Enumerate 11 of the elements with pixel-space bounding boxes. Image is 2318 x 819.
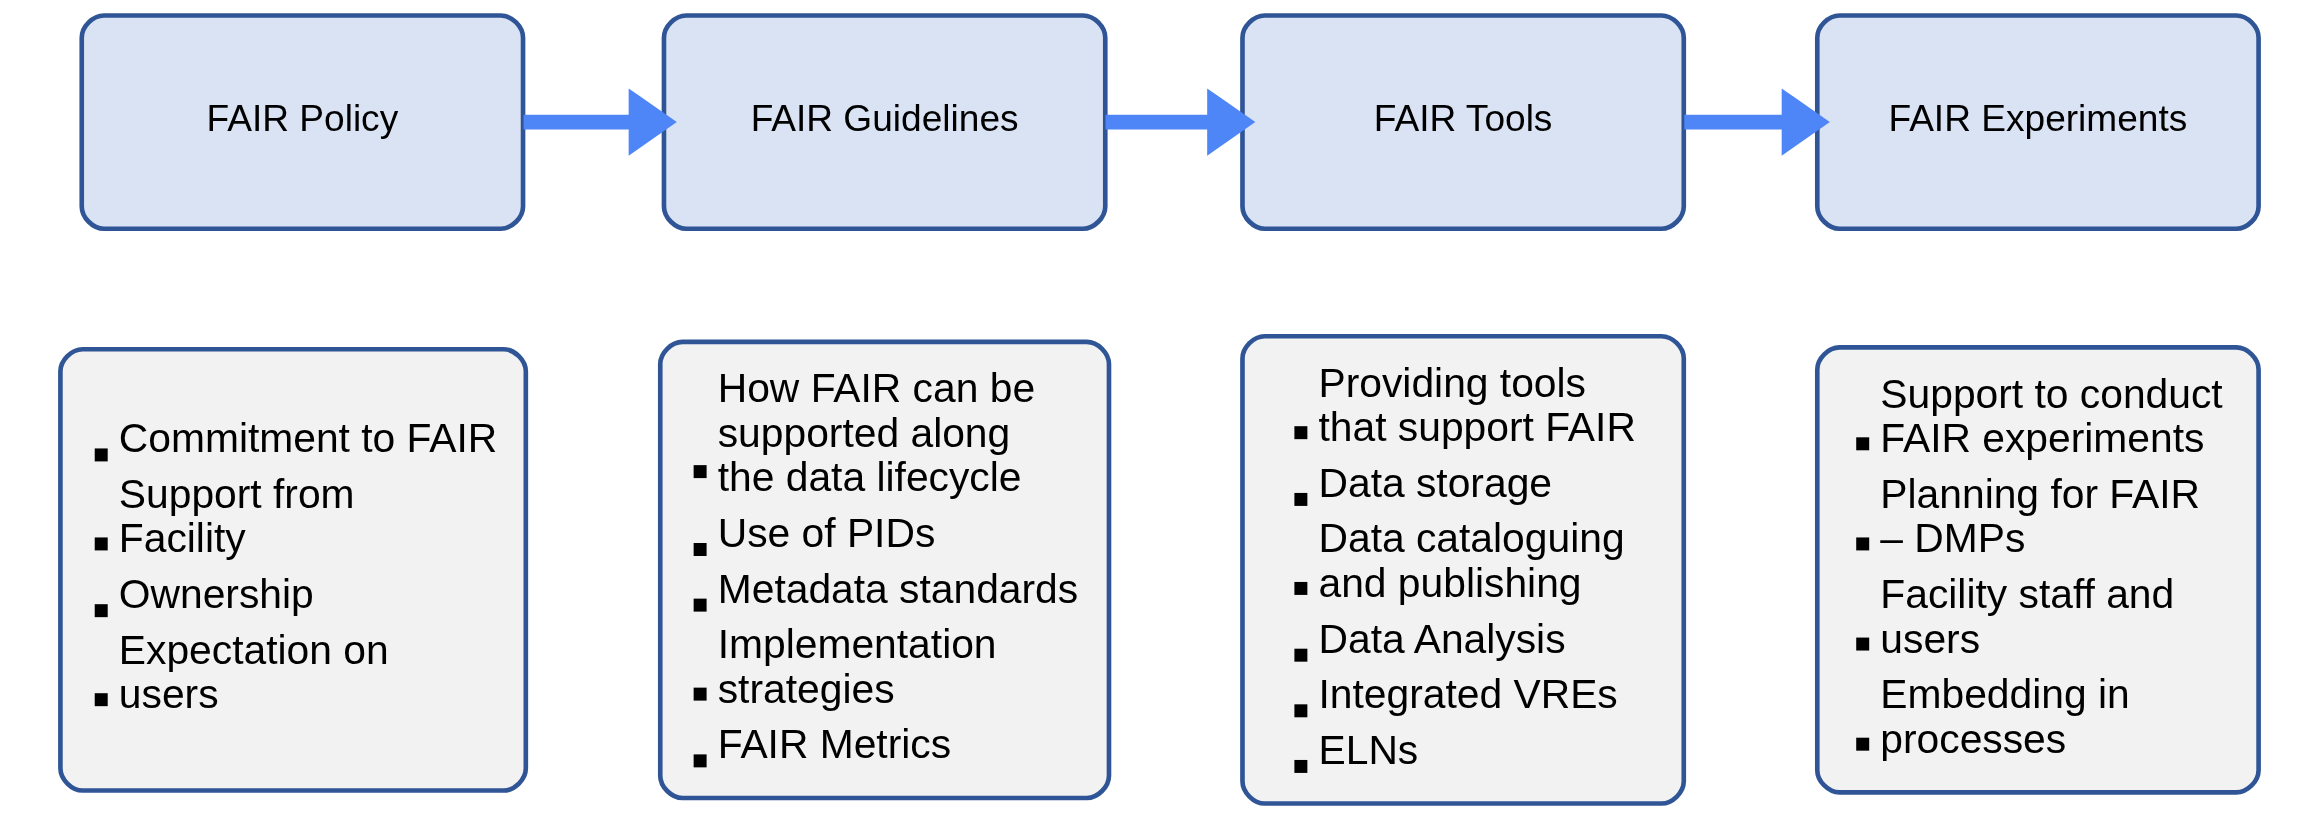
arrow [523,88,677,156]
node-box: How FAIR can be supported along the data lifecycle Use of PIDs Metadata standards Implementation strategies FAIR Metrics [657,339,1111,801]
arrow [1105,88,1255,156]
arrow [1683,88,1830,156]
node-box: FAIR Experiments [1814,13,2261,232]
node-box: FAIR Tools [1239,13,1686,232]
node-box: FAIR Guidelines [661,13,1108,232]
node-box: Providing tools that support FAIR Data storage Data cataloguing and publishing Data Analysis Integrated VREs ELNs [1239,333,1686,806]
node-box: Support to conduct FAIR experiments Planning for FAIR – DMPs Facility staff and users Embedding in processes [1814,345,2261,795]
node-box: Commitment to FAIR Support from Facility Ownership Expectation on users [57,346,528,793]
node-box: FAIR Policy [78,13,525,232]
